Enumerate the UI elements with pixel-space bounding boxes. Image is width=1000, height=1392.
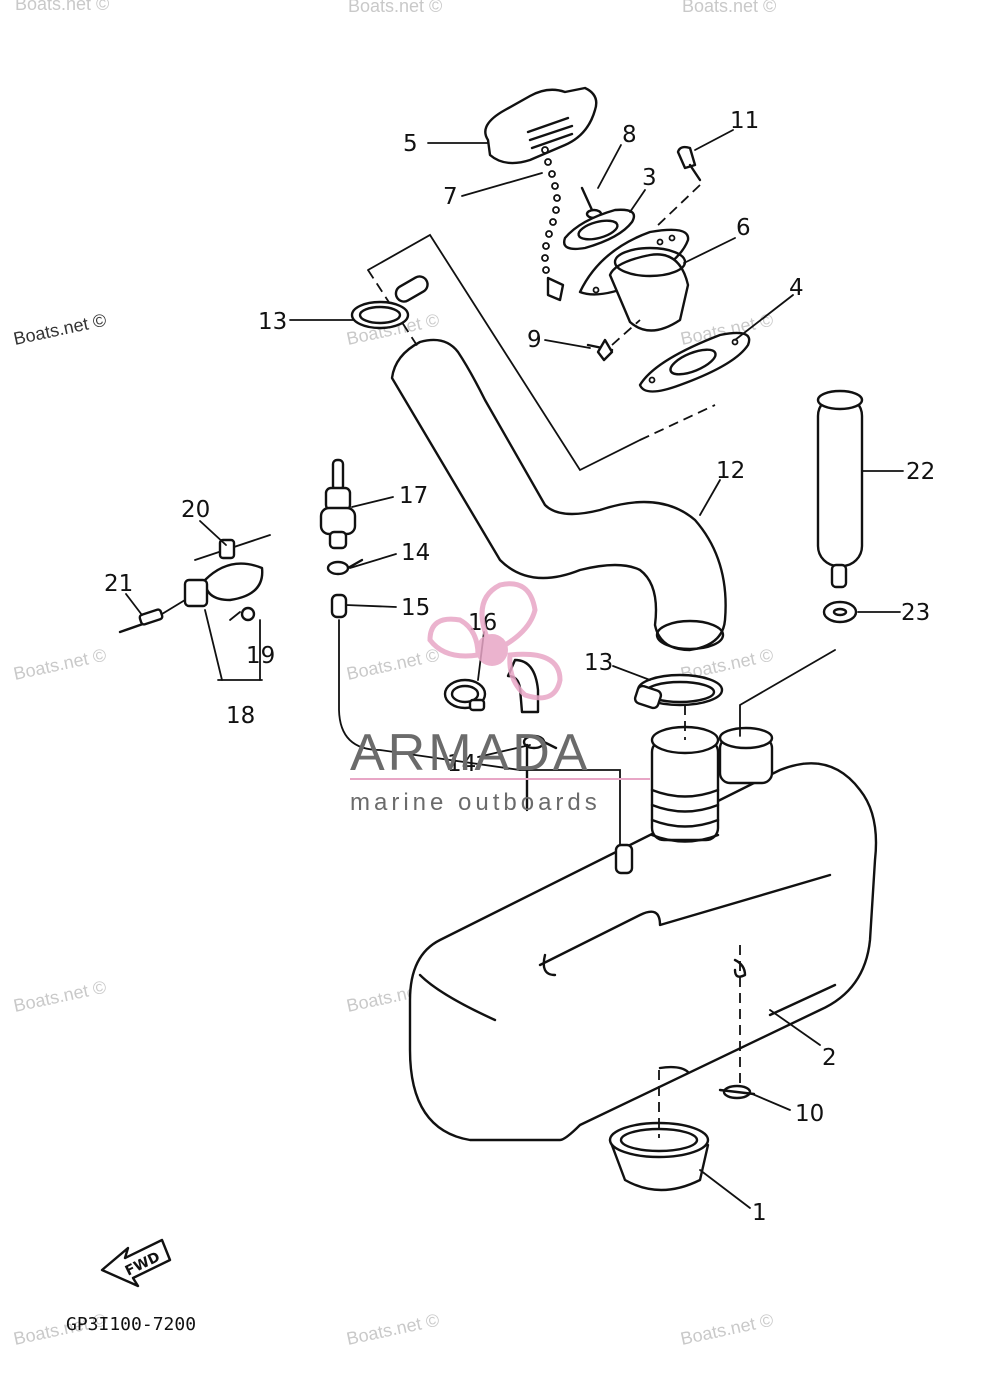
leader-lines: [125, 129, 904, 1209]
callout-14-upper: 14: [401, 540, 430, 566]
screw: [580, 186, 603, 220]
logo-name: ARMADA: [350, 724, 590, 782]
gasket-upper: [563, 208, 636, 251]
watermark: Boats.net ©: [682, 0, 776, 16]
watermark: Boats.net ©: [348, 0, 442, 16]
watermark: Boats.net ©: [12, 310, 108, 349]
watermark: Boats.net ©: [12, 645, 108, 684]
callout-20: 20: [181, 497, 210, 523]
callout-23: 23: [901, 600, 930, 626]
fuel-filter: [319, 458, 357, 550]
callout-8: 8: [622, 122, 637, 148]
callout-22: 22: [906, 459, 935, 485]
callout-1: 1: [752, 1200, 767, 1226]
callout-13-upper: 13: [258, 309, 287, 335]
filler-cap: [484, 86, 598, 165]
tank-filler-neck: [650, 725, 720, 843]
watermark: Boats.net ©: [12, 977, 108, 1016]
hose-clip-upper: [326, 558, 364, 576]
callout-5: 5: [403, 131, 418, 157]
fuel-hose: [390, 338, 727, 652]
callout-17: 17: [399, 483, 428, 509]
callout-3: 3: [642, 165, 657, 191]
callout-18: 18: [226, 703, 255, 729]
logo-divider: [350, 778, 650, 780]
callout-13-lower: 13: [584, 650, 613, 676]
screw-tapping: [654, 145, 702, 229]
watermark: Boats.net ©: [679, 1310, 775, 1349]
callout-10: 10: [795, 1101, 824, 1127]
tank-bottom-cup: [608, 1065, 710, 1192]
callouts: 1 2 3 4 5 6 7 8 9 10 11 12 13 13 14 14 1…: [104, 108, 935, 1226]
forward-arrow-icon: FWD: [100, 1238, 172, 1288]
hose-leader-box: [367, 233, 716, 472]
callout-7: 7: [443, 184, 458, 210]
callout-19: 19: [246, 643, 275, 669]
hose-clamp-lower: [633, 673, 724, 740]
armada-logo: ARMADA marine outboards: [350, 581, 650, 816]
rivet: [118, 599, 186, 634]
watermark: Boats.net ©: [345, 1310, 441, 1349]
watermark: Boats.net ©: [15, 0, 109, 14]
watermark: Boats.net ©: [345, 645, 441, 684]
callout-6: 6: [736, 215, 751, 241]
vent-tube: [816, 389, 864, 589]
pipe-joint: [443, 658, 540, 714]
callout-15: 15: [401, 595, 430, 621]
hose-clip-lower: [522, 734, 558, 812]
fuel-tank: [408, 762, 878, 1142]
propeller-icon: [427, 581, 563, 701]
callout-11: 11: [730, 108, 759, 134]
hose-clamp-upper: [350, 275, 429, 330]
screw-small: [586, 319, 641, 362]
vent-collar: [718, 726, 774, 785]
callout-4: 4: [789, 275, 804, 301]
callout-21: 21: [104, 571, 133, 597]
callout-12: 12: [716, 458, 745, 484]
gasket-lower: [638, 331, 751, 393]
grommet: [739, 600, 858, 737]
vent-screw-assembly: [718, 945, 756, 1100]
cap-chain: [541, 146, 565, 302]
fuel-line: [330, 593, 634, 875]
diagram-code: GP3I100-7200: [66, 1314, 196, 1335]
callout-9: 9: [527, 327, 542, 353]
logo-tagline: marine outboards: [350, 789, 601, 816]
callout-2: 2: [822, 1045, 837, 1071]
hose-clamp-bracket: [183, 534, 271, 681]
filler-neck: [578, 228, 690, 332]
callout-14-lower: 14: [447, 751, 476, 777]
